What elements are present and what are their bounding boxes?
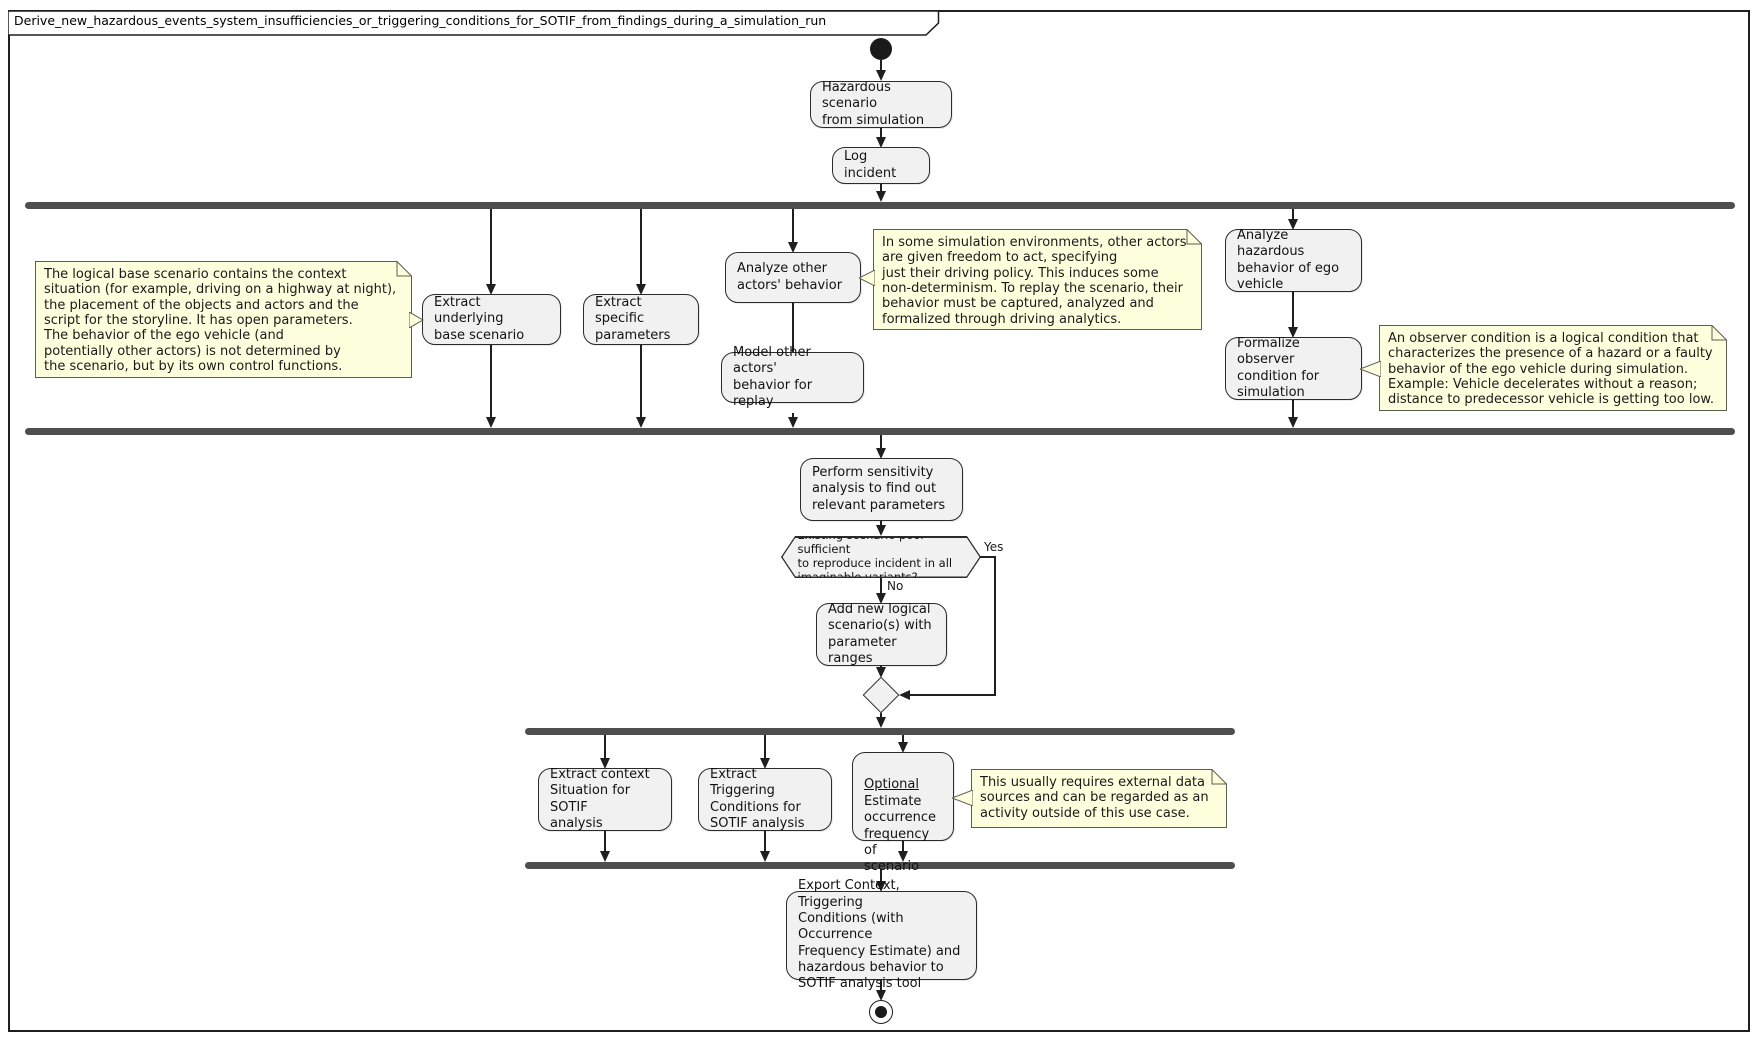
estimate-body: Estimate occurrence frequency of scenari… [864,793,937,875]
arrowhead [876,137,886,148]
activity-estimate-occurrence-frequency: Optional Estimate occurrence frequency o… [852,752,954,874]
end-node [869,1000,893,1024]
flow-line [792,303,794,354]
note-observer-condition: An observer condition is a logical condi… [1379,325,1727,411]
frame-title-tab [8,10,940,36]
arrowhead [636,417,646,428]
flow-line [880,184,882,193]
fork-bar-bottom [525,728,1235,735]
arrowhead [788,242,798,253]
flow-line [901,694,996,696]
activity-analyze-other-actors-behavior: Analyze other actors' behavior [725,252,861,303]
note-external-data-sources: This usually requires external data sour… [971,769,1227,828]
arrowhead [876,448,886,459]
activity-perform-sensitivity-analysis: Perform sensitivity analysis to find out… [800,458,963,521]
arrowhead [486,284,496,295]
note-simulation-environments: In some simulation environments, other a… [873,229,1202,330]
flow-line [880,521,882,528]
arrowhead [876,667,886,678]
diagram-title: Derive_new_hazardous_events_system_insuf… [14,13,827,28]
arrowhead [1288,219,1298,230]
activity-log-incident: Log incident [832,147,930,184]
arrowhead [876,881,886,892]
flow-line [880,980,882,992]
flow-line [880,869,882,882]
flow-line [994,556,996,696]
arrowhead [600,851,610,862]
arrowhead [760,851,770,862]
activity-model-other-actors-behavior: Model other actors' behavior for replay [721,345,864,409]
note-tail [859,270,875,286]
arrowhead [876,191,886,202]
note-logical-base-scenario: The logical base scenario contains the c… [35,261,412,378]
join-bar-top [25,428,1735,435]
arrowhead [876,70,886,81]
edge-label-no: No [887,579,904,593]
note-tail [1360,361,1381,377]
flow-line [880,128,882,139]
note-tail [952,790,973,806]
activity-extract-specific-parameters: Extract specific parameters [583,294,699,345]
flow-line [880,578,882,595]
activity-extract-underlying-base-scenario: Extract underlying base scenario [422,294,561,345]
activity-hazardous-scenario: Hazardous scenario from simulation [810,80,952,128]
arrowhead [1288,327,1298,338]
arrowhead [876,717,886,728]
flow-line [640,345,642,419]
activity-add-new-logical-scenarios: Add new logical scenario(s) with paramet… [816,602,947,666]
flow-line [792,413,794,420]
optional-heading: Optional [864,777,919,793]
note-tail [409,312,424,328]
arrowhead [876,593,886,604]
flow-line [764,735,766,760]
start-node [870,38,892,60]
flow-line [490,345,492,419]
flow-line [880,435,882,450]
arrowhead [600,758,610,769]
arrowhead [1288,417,1298,428]
note-background [1379,325,1727,411]
arrowhead [760,758,770,769]
arrowhead [898,742,908,753]
arrowhead [876,525,886,536]
fork-bar-top [25,202,1735,209]
flow-line [1292,292,1294,329]
flow-line [792,209,794,244]
activity-export-to-sotif-tool: Export Context, Triggering Conditions (w… [786,878,977,991]
arrowhead [876,990,886,1001]
arrowhead [636,284,646,295]
flow-line [764,831,766,853]
activity-extract-context-situation: Extract context Situation for SOTIF anal… [538,767,672,831]
flow-line [880,60,882,72]
flow-line [1292,400,1294,419]
note-background [873,229,1202,330]
edge-label-yes: Yes [984,540,1004,554]
end-node-dot [875,1006,887,1018]
join-bar-bottom [525,862,1235,869]
flow-line [604,735,606,760]
flow-line [1292,209,1294,221]
flow-line [490,209,492,286]
arrowhead [486,417,496,428]
flow-line [604,831,606,853]
arrowhead [899,690,910,700]
flow-line [640,209,642,286]
activity-analyze-hazardous-behavior: Analyze hazardous behavior of ego vehicl… [1225,228,1362,292]
flow-line [979,556,996,558]
arrowhead [898,851,908,862]
decision-question: Existing scenario pool sufficient to rep… [783,538,980,577]
activity-formalize-observer-condition: Formalize observer condition for simulat… [1225,336,1362,400]
arrowhead [788,417,798,428]
decision-hexagon: Existing scenario pool sufficient to rep… [781,536,981,578]
flow-line [880,713,882,720]
flow-line [902,735,904,744]
activity-extract-triggering-conditions: Extract Triggering Conditions for SOTIF … [698,767,832,831]
note-background [971,769,1227,828]
flow-line [902,841,904,853]
